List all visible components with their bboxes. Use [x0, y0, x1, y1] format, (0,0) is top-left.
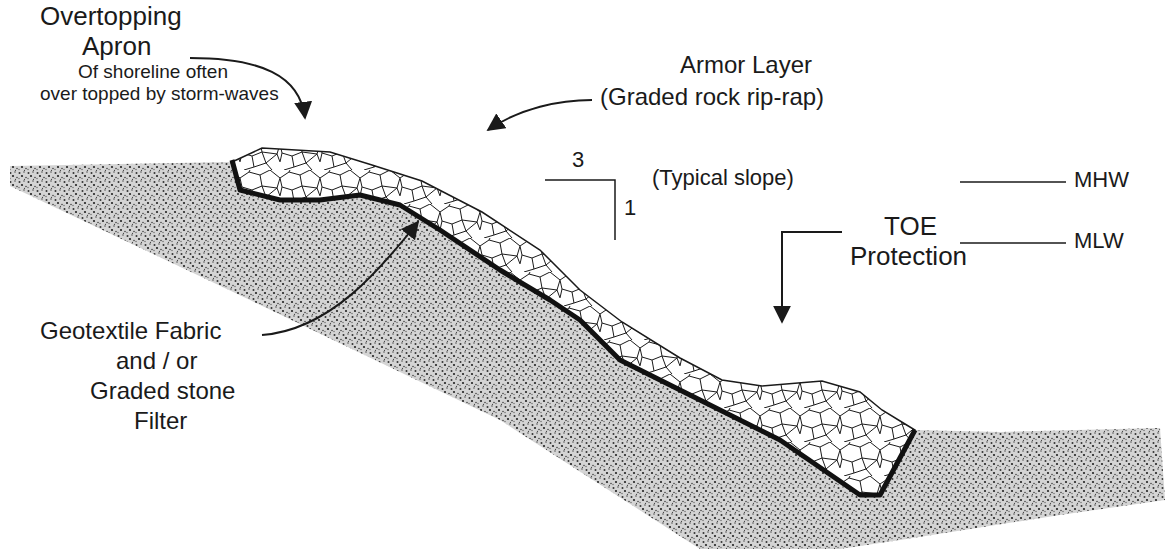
leader-arrow: [488, 100, 592, 130]
note-text: Of shoreline often: [78, 62, 228, 83]
part-label: (Graded rock rip-rap): [600, 84, 824, 110]
part-label: Armor Layer: [680, 52, 812, 78]
part-label: Protection: [850, 242, 967, 271]
ground: [10, 162, 1165, 549]
slope-bracket: [545, 180, 615, 240]
part-label: Overtopping: [40, 2, 182, 31]
dimension-label: 3: [572, 148, 584, 172]
part-label: Graded stone: [90, 378, 235, 404]
filter-line: [232, 160, 915, 495]
part-label: TOE: [884, 212, 937, 241]
tide-line: [960, 242, 1066, 244]
note-text: (Typical slope): [652, 166, 794, 190]
armor-layer: [232, 148, 915, 495]
tide-label: MHW: [1074, 168, 1129, 192]
part-label: and / or: [116, 348, 197, 374]
tide-label: MLW: [1074, 229, 1124, 253]
tide-line: [960, 181, 1066, 183]
part-label: Apron: [82, 32, 151, 61]
note-text: over topped by storm-waves: [40, 84, 279, 105]
part-label: Geotextile Fabric: [40, 318, 221, 344]
leader-arrow: [782, 232, 842, 322]
leader-arrow: [262, 222, 418, 335]
part-label: Filter: [134, 408, 187, 434]
dimension-label: 1: [624, 196, 636, 220]
